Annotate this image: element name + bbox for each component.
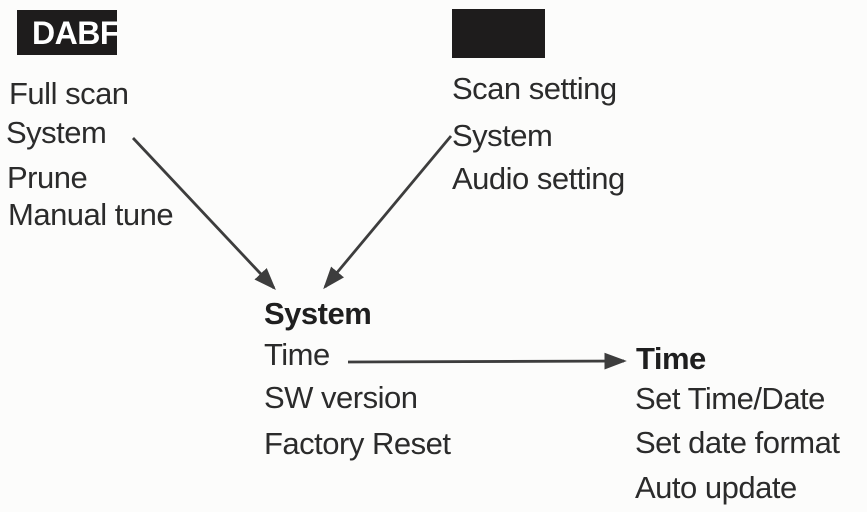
dab-menu-item-full-scan: Full scan: [9, 76, 129, 111]
fm-menu-item-audio-setting: Audio setting: [452, 161, 625, 196]
fm-menu-item-scan-setting: Scan setting: [452, 71, 617, 106]
dab-mode-badge: DABF: [17, 10, 117, 55]
dab-menu-item-prune: Prune: [7, 160, 88, 195]
fm-menu-item-system: System: [452, 118, 553, 153]
time-submenu-item-set-date-format: Set date format: [635, 425, 840, 460]
dab-mode-badge-label: DABF: [32, 15, 117, 51]
time-submenu-title: Time: [636, 341, 706, 376]
arrow-time-to-time-submenu: [347, 352, 627, 370]
dab-menu-item-system: System: [6, 115, 107, 150]
arrow-fm-system-to-system-submenu: [323, 135, 453, 290]
system-submenu-item-time: Time: [264, 337, 330, 372]
system-submenu-item-sw-version: SW version: [264, 380, 418, 415]
system-submenu-title: System: [264, 296, 372, 331]
time-submenu-item-set-time-date: Set Time/Date: [635, 381, 825, 416]
dab-menu-item-manual-tune: Manual tune: [8, 197, 174, 232]
system-submenu-item-factory-reset: Factory Reset: [264, 426, 451, 461]
time-submenu-item-auto-update: Auto update: [635, 470, 797, 505]
blank-mode-badge: [452, 9, 545, 58]
